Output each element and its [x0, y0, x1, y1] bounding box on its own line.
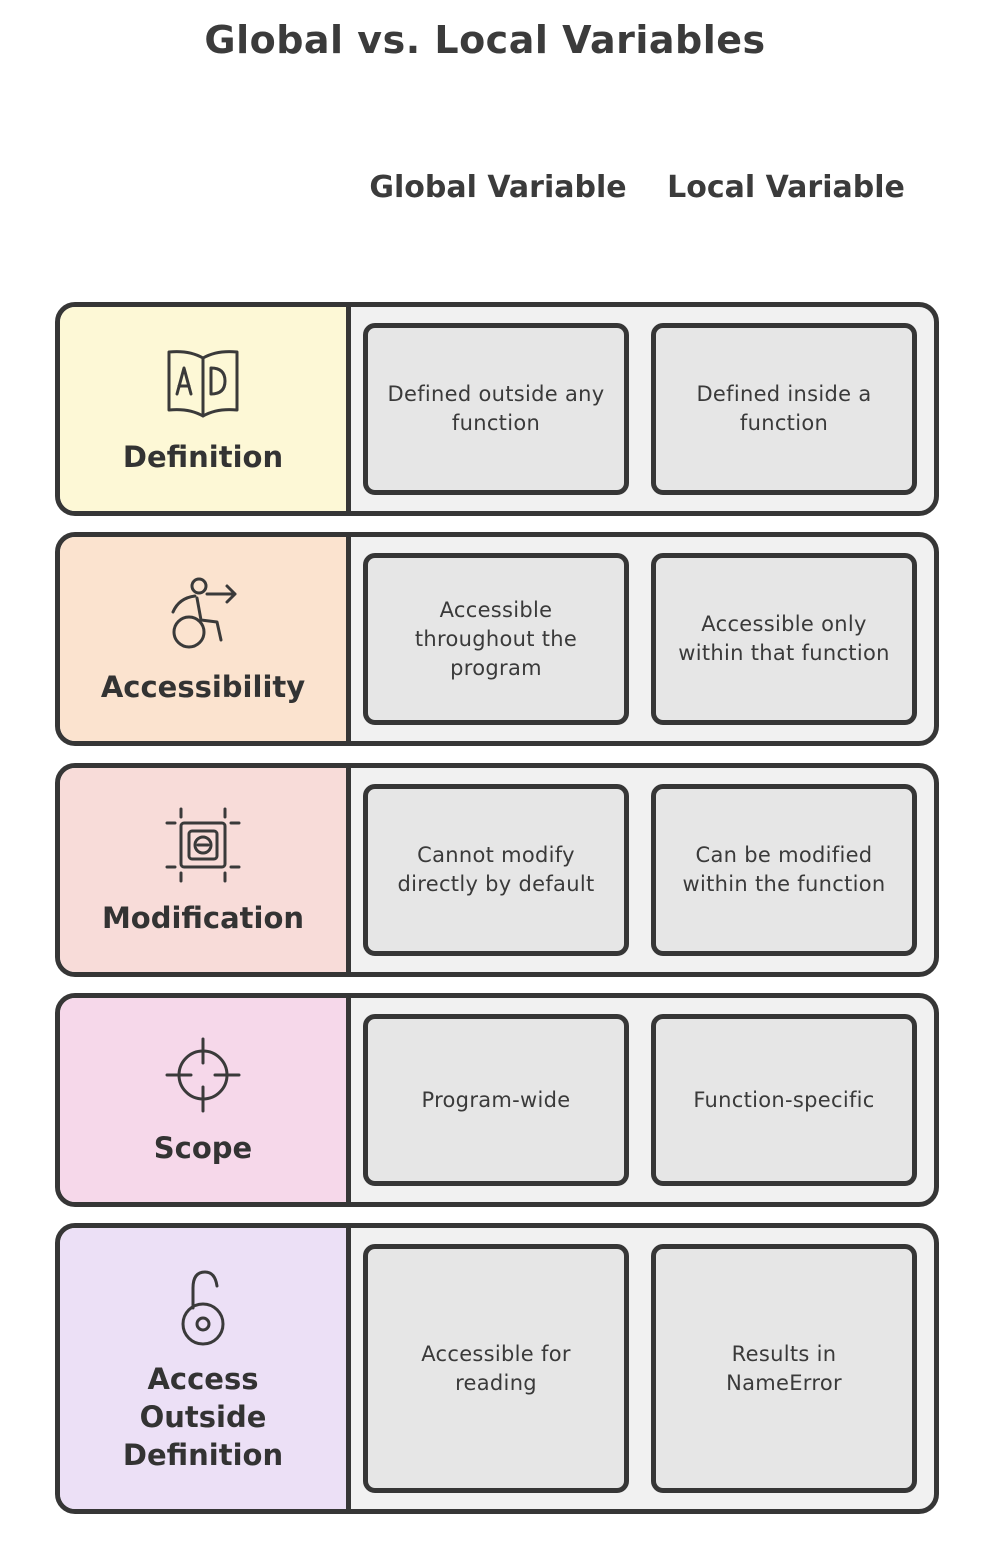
row-accessibility: Accessibility Accessible throughout the … — [55, 532, 939, 746]
local-cell: Accessible only within that function — [651, 553, 917, 725]
row-access-outside-definition: Access Outside Definition Accessible for… — [55, 1223, 939, 1514]
row-definition: Definition Defined outside any function … — [55, 302, 939, 516]
row-label: Access Outside Definition — [122, 1361, 284, 1472]
row-label-cell: Definition — [60, 307, 351, 511]
unlocked-padlock-icon — [161, 1264, 245, 1348]
minus-frame-icon — [161, 803, 245, 887]
row-label-cell: Accessibility — [60, 537, 351, 741]
column-header-local: Local Variable — [667, 170, 905, 205]
global-cell: Accessible for reading — [363, 1244, 629, 1493]
row-label: Definition — [122, 440, 284, 474]
column-header-global: Global Variable — [369, 170, 627, 205]
global-cell: Program-wide — [363, 1014, 629, 1186]
global-cell: Cannot modify directly by default — [363, 784, 629, 956]
local-cell: Defined inside a function — [651, 323, 917, 495]
row-label: Modification — [101, 901, 305, 935]
row-label-cell: Access Outside Definition — [60, 1228, 351, 1509]
wheelchair-arrow-icon — [161, 572, 245, 656]
global-cell: Accessible throughout the program — [363, 553, 629, 725]
row-label-cell: Modification — [60, 768, 351, 972]
row-label: Accessibility — [100, 670, 306, 704]
row-label-cell: Scope — [60, 998, 351, 1202]
row-modification: Modification Cannot modify directly by d… — [55, 763, 939, 977]
diagram-title: Global vs. Local Variables — [204, 18, 766, 62]
local-cell: Function-specific — [651, 1014, 917, 1186]
row-scope: Scope Program-wide Function-specific — [55, 993, 939, 1207]
local-cell: Can be modified within the function — [651, 784, 917, 956]
local-cell: Results in NameError — [651, 1244, 917, 1493]
book-ad-icon — [161, 342, 245, 426]
crosshair-icon — [161, 1033, 245, 1117]
global-cell: Defined outside any function — [363, 323, 629, 495]
row-label: Scope — [153, 1131, 253, 1165]
